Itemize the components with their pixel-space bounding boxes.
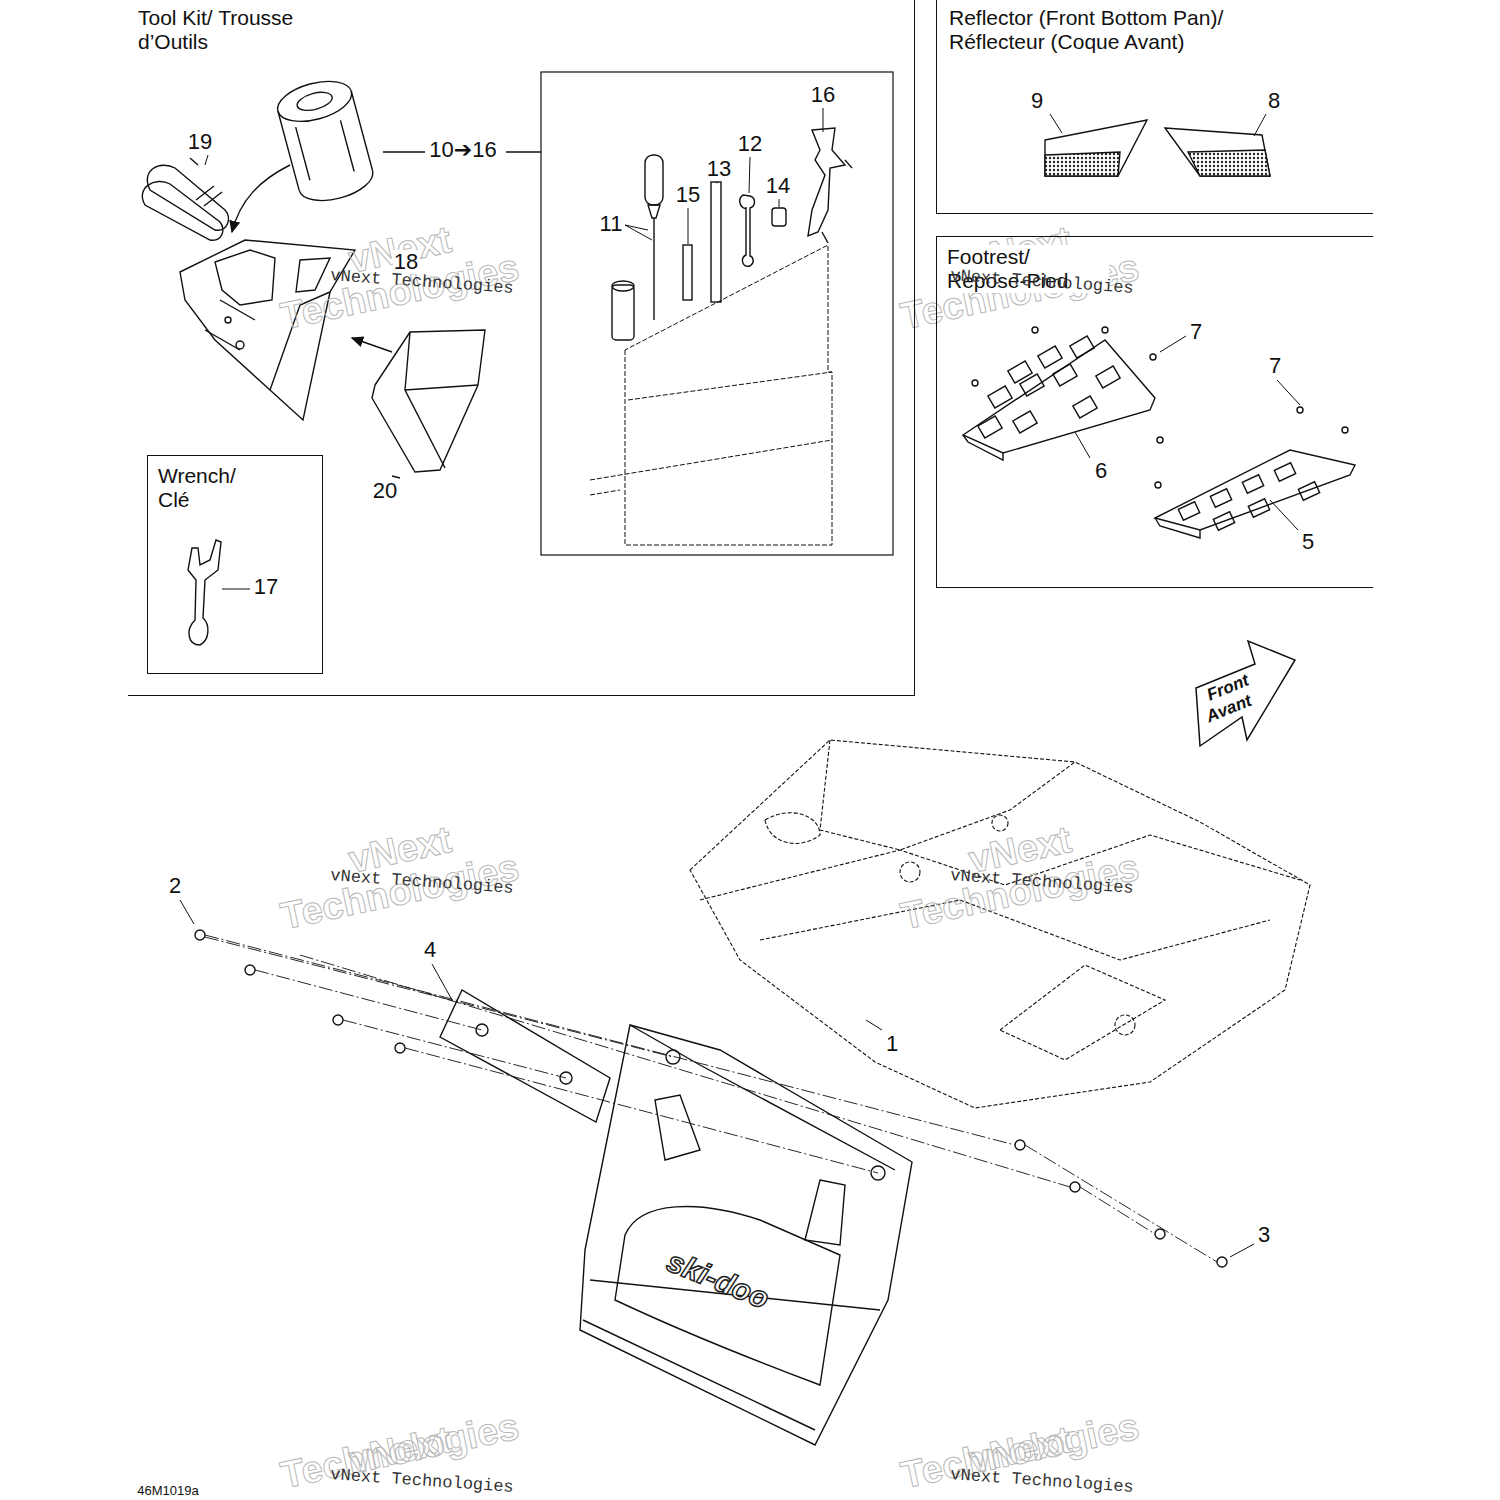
tool-box-frame <box>541 72 893 555</box>
assembly-lines <box>205 935 1217 1262</box>
tool-kit-panel: Tool Kit/ Trousse d’OutilsWrench/ Clé <box>128 0 915 696</box>
callout-number: 16 <box>810 83 836 107</box>
watermark: vNext Technologies <box>950 1465 1135 1497</box>
footrest <box>1155 407 1355 538</box>
bottom-pan <box>690 740 1310 1108</box>
panel-title: Reflector (Front Bottom Pan)/ Réflecteur… <box>947 6 1251 54</box>
callout-number: 7 <box>1268 354 1282 378</box>
snow-flap <box>580 1025 912 1445</box>
callout-number: 5 <box>1301 530 1315 554</box>
callout-number: 3 <box>1257 1223 1271 1247</box>
tool-tube <box>273 74 377 208</box>
panel-title: Tool Kit/ Trousse d’Outils <box>136 6 340 54</box>
callout-number: 15 <box>675 183 701 207</box>
reflector <box>1045 120 1147 176</box>
tools <box>612 128 852 340</box>
callout-number: 11 <box>599 212 624 236</box>
callout-number: 19 <box>187 130 213 154</box>
callout-number: 6 <box>1094 459 1108 483</box>
reflector-panel: Reflector (Front Bottom Pan)/ Réflecteur… <box>936 0 1373 214</box>
callout-number: 13 <box>706 157 732 181</box>
watermark: vNext Technologies <box>330 1465 515 1497</box>
callout-number: 12 <box>737 132 763 156</box>
drawing-code: 46M1019a <box>137 1482 198 1497</box>
brand-logo: ski-doo <box>662 1244 774 1315</box>
footrest <box>963 327 1156 460</box>
front-arrow <box>1196 641 1295 746</box>
callout-number: 7 <box>1189 320 1203 344</box>
callout-number: 8 <box>1267 89 1281 113</box>
fasteners <box>195 930 1227 1267</box>
wrench <box>188 540 221 645</box>
callout-number: 10➔16 <box>428 138 497 162</box>
callout-number: 2 <box>168 874 182 898</box>
callout-number: 4 <box>423 938 437 962</box>
callout-number: 9 <box>1030 89 1044 113</box>
callout-number: 14 <box>765 174 791 198</box>
tool-holder <box>180 240 355 420</box>
wrench-panel: Wrench/ Clé <box>147 455 323 674</box>
callout-number: 1 <box>885 1032 899 1056</box>
panel-title: Wrench/ Clé <box>156 464 270 512</box>
reflector <box>1165 128 1270 176</box>
callout-number: 17 <box>253 575 279 599</box>
strap-bracket <box>142 158 228 240</box>
callout-number: 20 <box>372 479 398 503</box>
side-bracket <box>440 990 610 1122</box>
